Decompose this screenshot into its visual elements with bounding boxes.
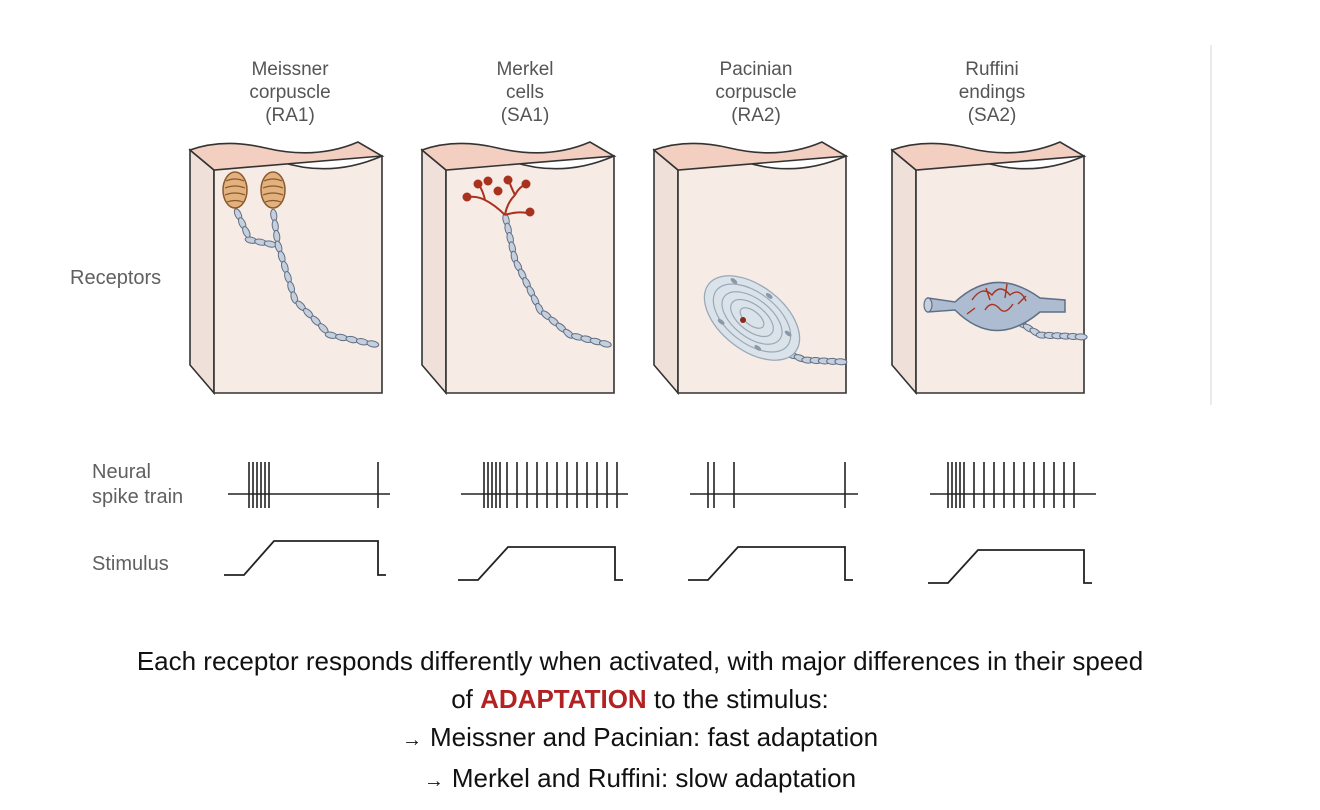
ruffini-ending <box>923 281 1066 332</box>
skin-surface <box>890 141 1087 171</box>
receptor-code: (SA1) <box>501 105 550 126</box>
stimulus-trace <box>688 546 853 581</box>
receptor-figure: Meissner corpuscle (RA1) Merkel cells (S… <box>70 45 1212 584</box>
caption-line-1: Each receptor responds differently when … <box>136 646 1144 676</box>
stimulus-trace <box>928 549 1092 584</box>
receptor-name: Merkel <box>496 59 553 80</box>
spike-trains <box>228 462 1096 508</box>
nerve-segment <box>834 358 848 366</box>
receptor-name: corpuscle <box>715 82 796 103</box>
skin-surface <box>420 141 617 171</box>
receptor-title-pacinian: Pacinian corpuscle (RA2) <box>715 59 796 126</box>
block-side <box>653 148 679 396</box>
caption-bullet-slow: →Merkel and Ruffini: slow adaptation <box>423 763 857 793</box>
caption-line-2: of ADAPTATION to the stimulus: <box>451 684 829 714</box>
stimulus-trace <box>458 546 623 581</box>
stimulus-traces <box>224 540 1092 584</box>
block-side <box>421 148 447 396</box>
pacinian-nerve-ending <box>740 317 746 323</box>
receptor-code: (RA1) <box>265 105 315 126</box>
adaptation-highlight: ADAPTATION <box>480 684 647 714</box>
block-face <box>445 154 615 394</box>
receptor-code: (SA2) <box>968 105 1017 126</box>
caption-bullet-fast: →Meissner and Pacinian: fast adaptation <box>401 722 879 752</box>
skin-surface <box>188 141 385 171</box>
merkel-cells <box>462 175 535 217</box>
receptor-name: Ruffini <box>965 59 1019 80</box>
receptor-name: cells <box>506 82 544 103</box>
receptor-title-ruffini: Ruffini endings (SA2) <box>959 59 1026 126</box>
arrow-icon: → <box>401 729 422 751</box>
row-label-receptors: Receptors <box>70 267 161 289</box>
block-side <box>891 148 917 396</box>
block-side <box>189 148 215 396</box>
receptor-title-merkel: Merkel cells (SA1) <box>496 59 553 126</box>
receptor-name: corpuscle <box>249 82 330 103</box>
receptor-title-meissner: Meissner corpuscle (RA1) <box>249 59 330 126</box>
meissner-corpuscle <box>222 171 286 209</box>
receptor-code: (RA2) <box>731 105 781 126</box>
block-face <box>915 154 1085 394</box>
receptor-name: endings <box>959 82 1026 103</box>
skin-block-ruffini <box>890 141 1087 396</box>
nerve-segment <box>1074 333 1088 341</box>
receptor-name: Pacinian <box>720 59 793 80</box>
nerve-segment <box>366 340 380 348</box>
caption: Each receptor responds differently when … <box>0 642 1280 800</box>
row-label-stimulus: Stimulus <box>92 553 169 575</box>
skin-surface <box>652 141 849 171</box>
arrow-icon: → <box>423 770 444 792</box>
row-label-spike-train: spike train <box>92 486 183 508</box>
receptor-name: Meissner <box>251 59 329 80</box>
stimulus-trace <box>224 540 386 576</box>
skin-block-pacinian <box>652 141 849 396</box>
row-label-spike-train: Neural <box>92 461 151 483</box>
nerve-segment <box>598 340 612 348</box>
pacinian-corpuscle <box>703 275 801 361</box>
